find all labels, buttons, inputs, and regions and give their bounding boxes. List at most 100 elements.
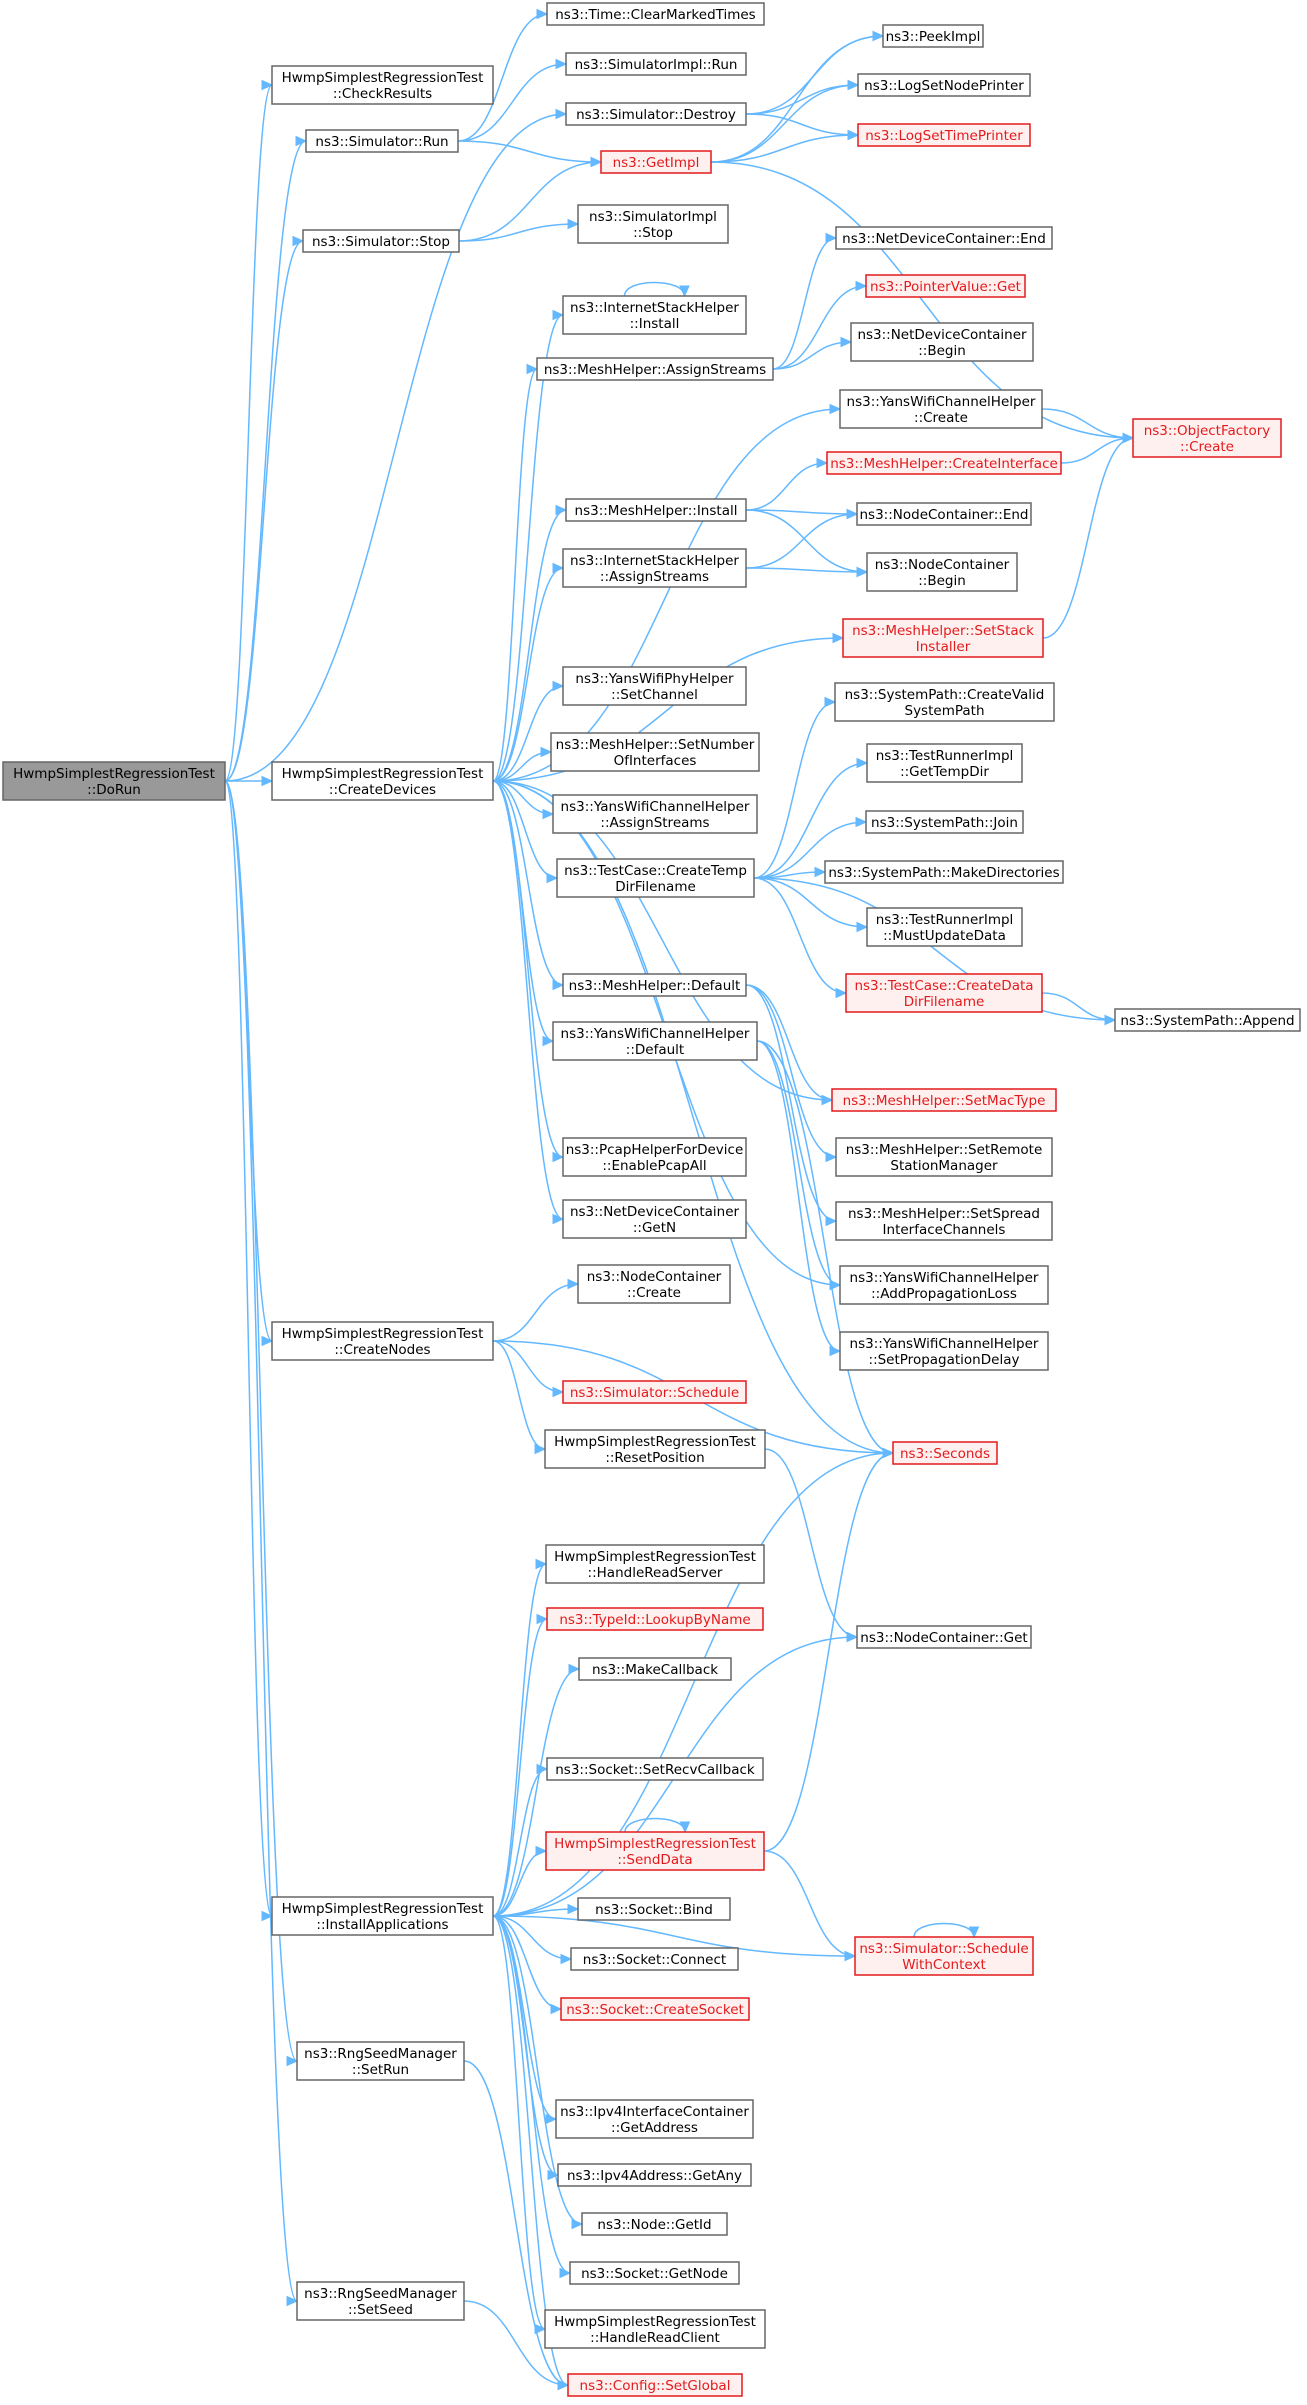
function-node-simDestroy[interactable]: ns3::Simulator::Destroy (565, 102, 747, 126)
function-node-getImpl[interactable]: ns3::GetImpl (600, 150, 712, 174)
node-box (565, 102, 747, 126)
function-node-spAppend[interactable]: ns3::SystemPath::Append (1114, 1008, 1301, 1032)
function-node-createDevices[interactable]: HwmpSimplestRegressionTest::CreateDevice… (271, 761, 494, 801)
function-node-sockConnect[interactable]: ns3::Socket::Connect (570, 1947, 739, 1971)
node-box (578, 1657, 732, 1681)
function-node-ywchAddLoss[interactable]: ns3::YansWifiChannelHelper::AddPropagati… (839, 1265, 1049, 1305)
function-node-installApps[interactable]: HwmpSimplestRegressionTest::InstallAppli… (271, 1896, 494, 1936)
function-node-ishAssign[interactable]: ns3::InternetStackHelper::AssignStreams (562, 548, 747, 588)
function-node-cfgSetGlobal[interactable]: ns3::Config::SetGlobal (567, 2373, 743, 2397)
edge-simStop-to-getImpl-arrowhead (590, 156, 603, 168)
function-node-handleServer[interactable]: HwmpSimplestRegressionTest::HandleReadSe… (545, 1544, 765, 1584)
function-node-mhCreateIf[interactable]: ns3::MeshHelper::CreateInterface (826, 451, 1062, 475)
function-node-clearMarked[interactable]: ns3::Time::ClearMarkedTimes (546, 2, 765, 26)
function-node-spJoin[interactable]: ns3::SystemPath::Join (865, 810, 1024, 834)
function-node-mhAssign[interactable]: ns3::MeshHelper::AssignStreams (536, 357, 774, 381)
function-node-ywphSetCh[interactable]: ns3::YansWifiPhyHelper::SetChannel (562, 666, 747, 706)
node-box (545, 1831, 765, 1871)
edge-simDestroy-to-logTime (745, 113, 859, 136)
edge-createDevices-to-ywphSetCh-arrowhead (552, 680, 565, 692)
function-node-logTime[interactable]: ns3::LogSetTimePrinter (857, 123, 1031, 147)
node-box (577, 1897, 731, 1921)
call-edges (224, 8, 1135, 2391)
node-label: ns3::YansWifiChannelHelper (847, 394, 1036, 410)
function-node-sockSetRecv[interactable]: ns3::Socket::SetRecvCallback (546, 1757, 764, 1781)
node-label: ns3::SimulatorImpl (589, 209, 717, 225)
edge-mhDefault-to-mhSetMac (745, 984, 833, 1101)
node-box (831, 1088, 1057, 1112)
edge-tcCreateTemp-to-trMustUpdate-arrowhead (856, 921, 869, 933)
function-node-ipv4GetAddr[interactable]: ns3::Ipv4InterfaceContainer::GetAddress (555, 2099, 754, 2139)
edge-root-to-simDestroy (224, 113, 567, 782)
function-node-ipv4GetAny[interactable]: ns3::Ipv4Address::GetAny (557, 2163, 752, 2187)
function-node-makeCb[interactable]: ns3::MakeCallback (578, 1657, 732, 1681)
function-node-sockBind[interactable]: ns3::Socket::Bind (577, 1897, 731, 1921)
function-node-checkResults[interactable]: HwmpSimplestRegressionTest::CheckResults (271, 65, 494, 105)
edge-installApps-to-typeIdLookup-arrowhead (536, 1613, 549, 1625)
node-label: ::CreateDevices (329, 782, 436, 798)
function-node-ncGet[interactable]: ns3::NodeContainer::Get (856, 1625, 1032, 1649)
function-node-trMustUpdate[interactable]: ns3::TestRunnerImpl::MustUpdateData (866, 907, 1023, 947)
edge-mhAssign-to-ndcEnd-arrowhead (825, 232, 838, 244)
edge-createNodes-to-resetPos-arrowhead (534, 1443, 547, 1455)
function-node-ncCreate[interactable]: ns3::NodeContainer::Create (577, 1264, 731, 1304)
function-node-trGetTemp[interactable]: ns3::TestRunnerImpl::GetTempDir (866, 743, 1023, 783)
function-node-ncBegin[interactable]: ns3::NodeContainer::Begin (866, 552, 1018, 592)
function-node-spMakeDirs[interactable]: ns3::SystemPath::MakeDirectories (824, 860, 1064, 884)
function-node-seconds[interactable]: ns3::Seconds (892, 1441, 998, 1465)
function-node-createNodes[interactable]: HwmpSimplestRegressionTest::CreateNodes (271, 1321, 494, 1361)
function-node-ywchAssign[interactable]: ns3::YansWifiChannelHelper::AssignStream… (552, 794, 758, 834)
node-box (562, 973, 747, 997)
edge-createDevices-to-mhSetStack-arrowhead (832, 632, 845, 644)
function-node-simImplStop[interactable]: ns3::SimulatorImpl::Stop (577, 204, 729, 244)
function-node-logNode[interactable]: ns3::LogSetNodePrinter (857, 73, 1031, 97)
function-node-ncEnd[interactable]: ns3::NodeContainer::End (856, 502, 1032, 526)
node-box (850, 322, 1034, 362)
function-node-peekImpl[interactable]: ns3::PeekImpl (882, 24, 984, 48)
function-node-mhDefault[interactable]: ns3::MeshHelper::Default (562, 973, 747, 997)
function-node-ywchCreate[interactable]: ns3::YansWifiChannelHelper::Create (839, 389, 1043, 429)
function-node-sendData[interactable]: HwmpSimplestRegressionTest::SendData (545, 1831, 765, 1871)
function-node-nodeGetId[interactable]: ns3::Node::GetId (581, 2212, 728, 2236)
node-label: ::SendData (617, 1852, 692, 1868)
function-node-root[interactable]: HwmpSimplestRegressionTest::DoRun (2, 761, 226, 801)
function-node-handleClient[interactable]: HwmpSimplestRegressionTest::HandleReadCl… (544, 2309, 766, 2349)
function-node-simStop[interactable]: ns3::Simulator::Stop (302, 229, 460, 253)
edge-sendData-to-schedCtx (763, 1850, 856, 1957)
function-node-simRun[interactable]: ns3::Simulator::Run (305, 129, 459, 153)
function-node-ishInstall[interactable]: ns3::InternetStackHelper::Install (562, 295, 747, 335)
node-box (857, 123, 1031, 147)
edge-installApps-to-seconds (492, 1452, 894, 1917)
edge-root-to-installApps-arrowhead (261, 1910, 274, 1922)
function-node-sockCreate[interactable]: ns3::Socket::CreateSocket (560, 1997, 750, 2021)
function-node-mhSetSpread[interactable]: ns3::MeshHelper::SetSpreadInterfaceChann… (835, 1201, 1053, 1241)
node-label: ::SetRun (352, 2062, 409, 2078)
function-node-ptrGet[interactable]: ns3::PointerValue::Get (865, 274, 1026, 298)
function-node-rngSetRun[interactable]: ns3::RngSeedManager::SetRun (296, 2041, 465, 2081)
function-node-resetPos[interactable]: HwmpSimplestRegressionTest::ResetPositio… (544, 1429, 766, 1469)
function-node-rngSetSeed[interactable]: ns3::RngSeedManager::SetSeed (296, 2281, 465, 2321)
function-node-simSchedule[interactable]: ns3::Simulator::Schedule (562, 1380, 747, 1404)
function-node-mhSetMac[interactable]: ns3::MeshHelper::SetMacType (831, 1088, 1057, 1112)
function-node-mhInstall[interactable]: ns3::MeshHelper::Install (565, 498, 747, 522)
function-node-ywchSetDelay[interactable]: ns3::YansWifiChannelHelper::SetPropagati… (839, 1331, 1049, 1371)
function-node-objFactory[interactable]: ns3::ObjectFactory::Create (1132, 418, 1282, 458)
node-box (302, 229, 460, 253)
function-node-simImplRun[interactable]: ns3::SimulatorImpl::Run (565, 52, 747, 76)
function-node-ndcGetN[interactable]: ns3::NetDeviceContainer::GetN (562, 1199, 747, 1239)
function-node-pcapEnable[interactable]: ns3::PcapHelperForDevice::EnablePcapAll (562, 1137, 747, 1177)
function-node-typeIdLookup[interactable]: ns3::TypeId::LookupByName (546, 1607, 764, 1631)
node-label: ns3::Node::GetId (597, 2217, 711, 2233)
edge-createDevices-to-ishInstall-arrowhead (552, 309, 565, 321)
function-node-ywchDefault[interactable]: ns3::YansWifiChannelHelper::Default (552, 1021, 758, 1061)
function-node-sockGetNode[interactable]: ns3::Socket::GetNode (569, 2261, 740, 2285)
function-node-ndcBegin[interactable]: ns3::NetDeviceContainer::Begin (850, 322, 1034, 362)
function-node-ndcEnd[interactable]: ns3::NetDeviceContainer::End (835, 226, 1053, 250)
